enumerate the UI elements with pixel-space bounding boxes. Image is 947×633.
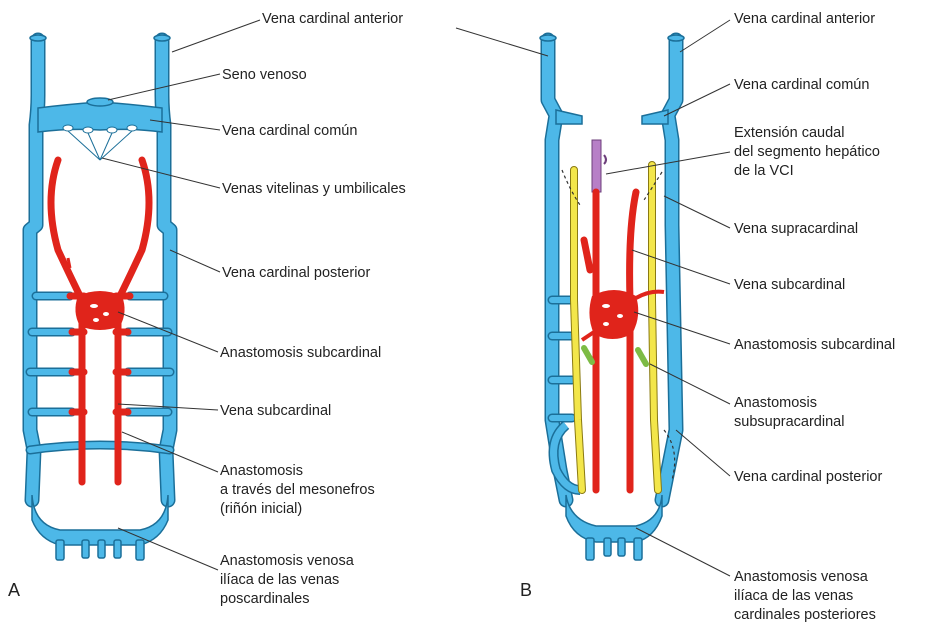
- label-common-cardinal-a: Vena cardinal común: [222, 122, 357, 141]
- panel-letter-b: B: [520, 580, 532, 601]
- label-line: subsupracardinal: [734, 413, 844, 432]
- label-line: a través del mesonefros: [220, 481, 375, 500]
- iliac-anastomosis-a: [32, 495, 168, 560]
- label-line: Anastomosis: [220, 462, 375, 481]
- subcardinal-veins-b: [584, 192, 636, 490]
- label-line: poscardinales: [220, 590, 354, 609]
- label-subsupracardinal-anastomosis: Anastomosis subsupracardinal: [734, 394, 844, 432]
- label-line: Anastomosis: [734, 394, 844, 413]
- label-line: Extensión caudal: [734, 124, 880, 143]
- label-subcardinal-b: Vena subcardinal: [734, 276, 845, 295]
- label-posterior-cardinal-a: Vena cardinal posterior: [222, 264, 370, 283]
- label-line: ilíaca de las venas: [220, 571, 354, 590]
- label-hepatic-extension: Extensión caudal del segmento hepático d…: [734, 124, 880, 181]
- label-vitelline-umbilical: Venas vitelinas y umbilicales: [222, 180, 406, 199]
- panel-a-vessels: [30, 35, 170, 560]
- label-sinus-venosus: Seno venoso: [222, 66, 307, 85]
- panel-b-vessels: [540, 35, 684, 560]
- label-subcardinal-vein-a: Vena subcardinal: [220, 402, 331, 421]
- label-mesonephros-anastomosis: Anastomosis a través del mesonefros (riñ…: [220, 462, 375, 519]
- label-iliac-anastomosis-a: Anastomosis venosa ilíaca de las venas p…: [220, 552, 354, 609]
- label-line: del segmento hepático: [734, 143, 880, 162]
- label-common-cardinal-b: Vena cardinal común: [734, 76, 869, 95]
- label-posterior-cardinal-b: Vena cardinal posterior: [734, 468, 882, 487]
- label-line: (riñón inicial): [220, 500, 375, 519]
- label-line: Anastomosis venosa: [220, 552, 354, 571]
- label-line: de la VCI: [734, 162, 880, 181]
- common-cardinal-and-sinus: [38, 98, 162, 160]
- label-line: cardinales posteriores: [734, 606, 876, 625]
- panel-letter-a: A: [8, 580, 20, 601]
- label-subcardinal-anastomosis-b: Anastomosis subcardinal: [734, 336, 895, 355]
- iliac-anastomosis-b: [566, 495, 662, 560]
- label-line: ilíaca de las venas: [734, 587, 876, 606]
- anterior-cardinal-caps: [30, 35, 170, 41]
- label-anterior-cardinal-b: Vena cardinal anterior: [734, 10, 875, 29]
- label-line: Anastomosis venosa: [734, 568, 876, 587]
- label-anterior-cardinal-a: Vena cardinal anterior: [262, 10, 403, 29]
- label-iliac-anastomosis-b: Anastomosis venosa ilíaca de las venas c…: [734, 568, 876, 625]
- label-supracardinal: Vena supracardinal: [734, 220, 858, 239]
- hepatic-segment-ivc: [592, 140, 606, 192]
- label-subcardinal-anastomosis-a: Anastomosis subcardinal: [220, 344, 381, 363]
